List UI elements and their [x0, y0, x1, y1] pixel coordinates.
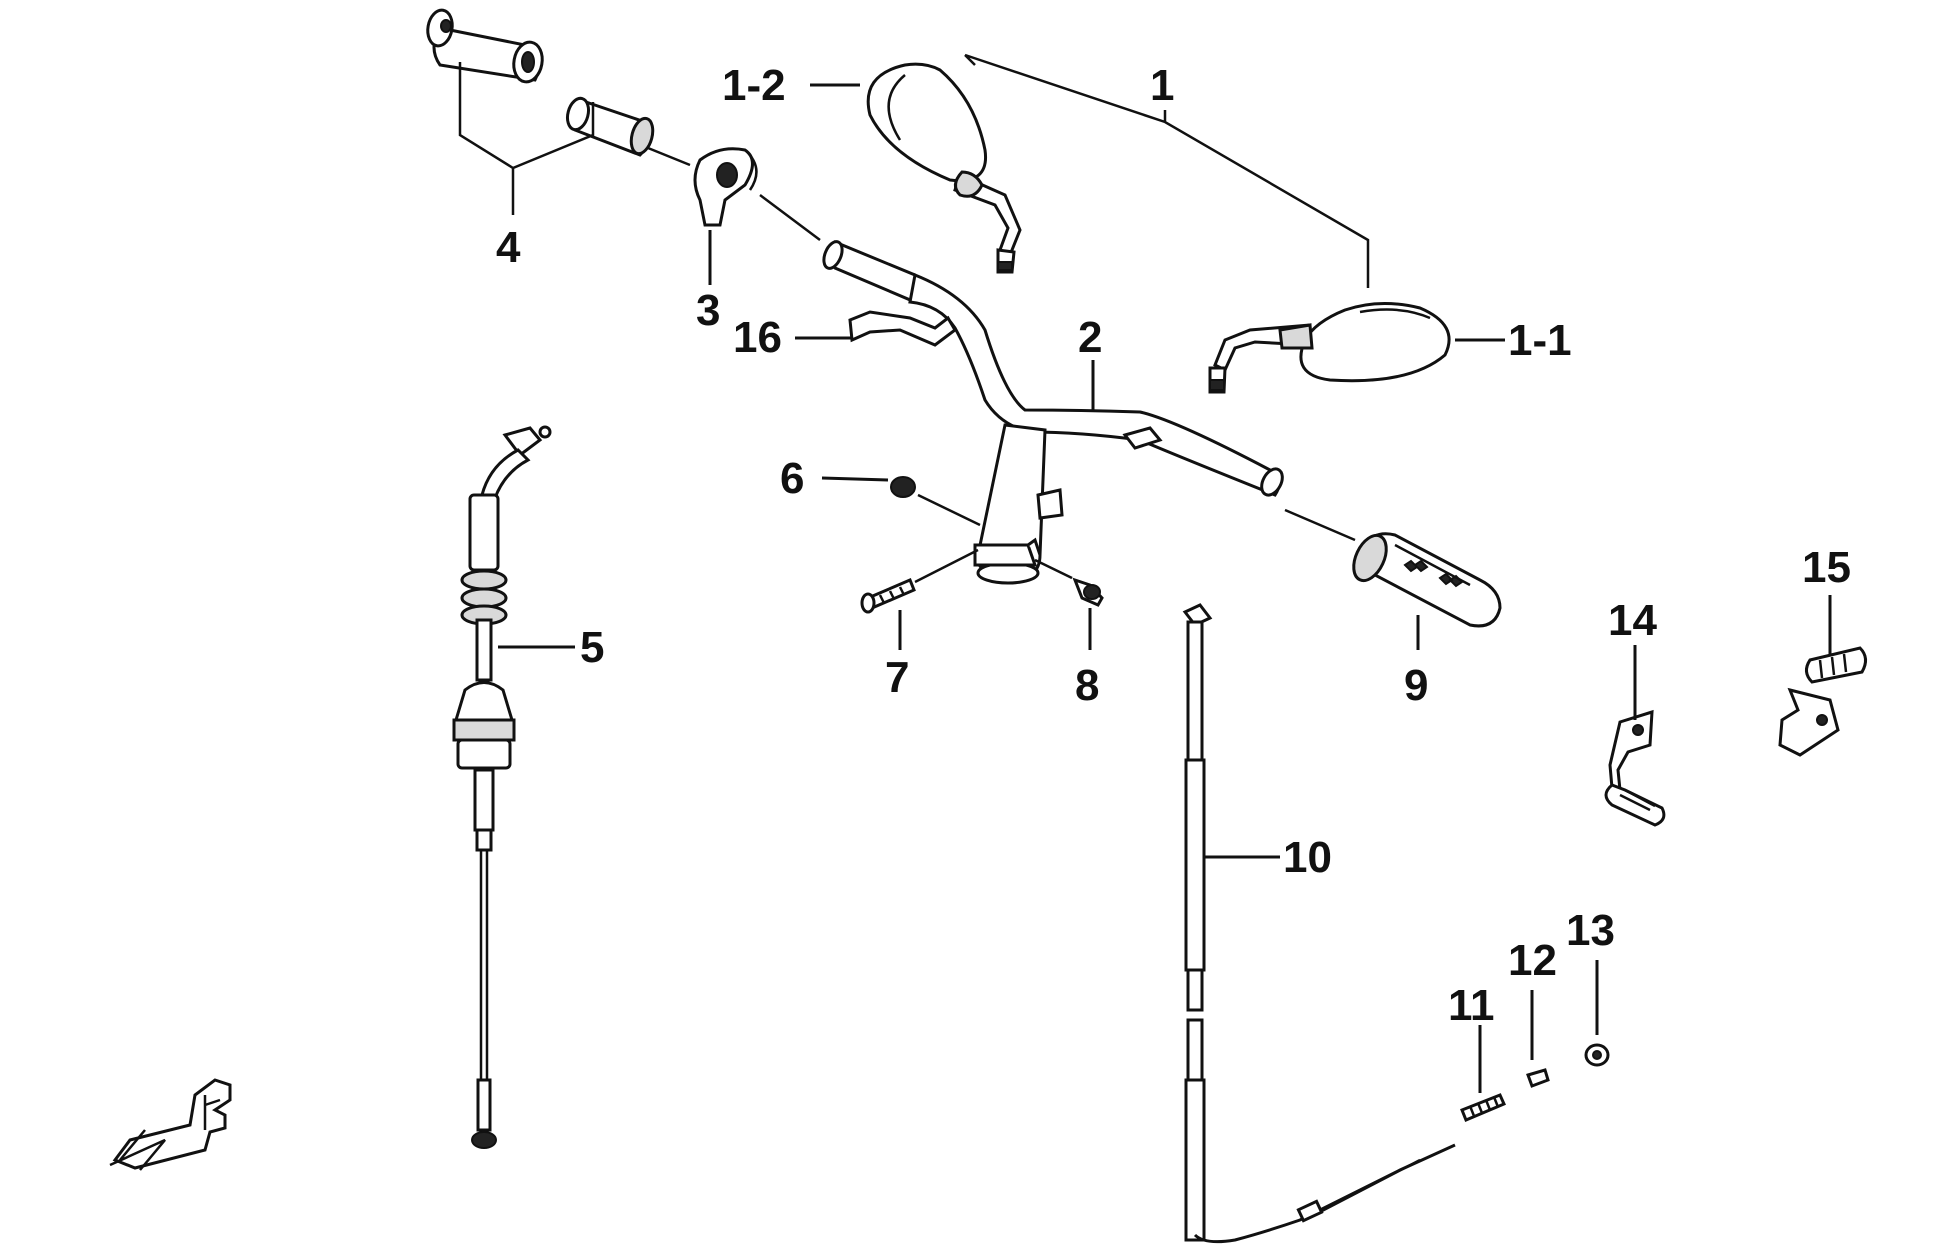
part-10-brake-cable	[1182, 603, 1456, 1244]
leader-6	[821, 476, 889, 482]
label-1-1: 1-1	[1508, 316, 1572, 365]
part-6-nut	[890, 476, 916, 498]
part-1-2-left-mirror	[866, 62, 1022, 274]
part-14-bracket	[1604, 709, 1666, 827]
label-8: 8	[1075, 661, 1099, 710]
part-5-throttle-cable	[452, 425, 552, 1149]
label-9: 9	[1404, 661, 1428, 710]
part-9-right-grip	[1284, 508, 1502, 628]
part-12-pin	[1526, 1068, 1550, 1088]
assembly-line-8	[1034, 558, 1073, 580]
assembly-line-6	[917, 493, 981, 527]
label-1-2: 1-2	[722, 61, 786, 110]
label-13: 13	[1566, 906, 1615, 955]
part-8-screw	[1072, 577, 1104, 607]
part-3-throttle-housing	[693, 147, 758, 227]
assembly-line-left	[647, 146, 821, 241]
part-13-nut	[1584, 1043, 1610, 1067]
label-11: 11	[1448, 981, 1495, 1030]
label-10: 10	[1283, 833, 1332, 882]
label-16: 16	[733, 313, 782, 362]
part-11-spring	[1460, 1093, 1506, 1122]
label-4: 4	[496, 223, 521, 272]
part-2-handlebar	[822, 240, 1284, 585]
part-15-bracket	[1778, 646, 1867, 757]
label-15: 15	[1802, 543, 1851, 592]
label-12: 12	[1508, 936, 1557, 985]
part-1-1-right-mirror	[1208, 301, 1451, 394]
bracket-line-1	[964, 53, 1370, 288]
label-14: 14	[1608, 596, 1657, 645]
label-6: 6	[780, 454, 804, 503]
label-1: 1	[1150, 61, 1174, 110]
assembly-line-7	[914, 548, 979, 584]
label-3: 3	[696, 286, 720, 335]
label-7: 7	[885, 653, 909, 702]
part-7-bolt	[860, 578, 916, 614]
label-2: 2	[1078, 313, 1102, 362]
assembly-line-9	[1284, 508, 1356, 542]
part-16-lever-bracket	[848, 310, 957, 347]
label-5: 5	[580, 623, 604, 672]
front-direction-arrow-icon	[109, 1078, 232, 1171]
bracket-line-4	[458, 62, 595, 215]
